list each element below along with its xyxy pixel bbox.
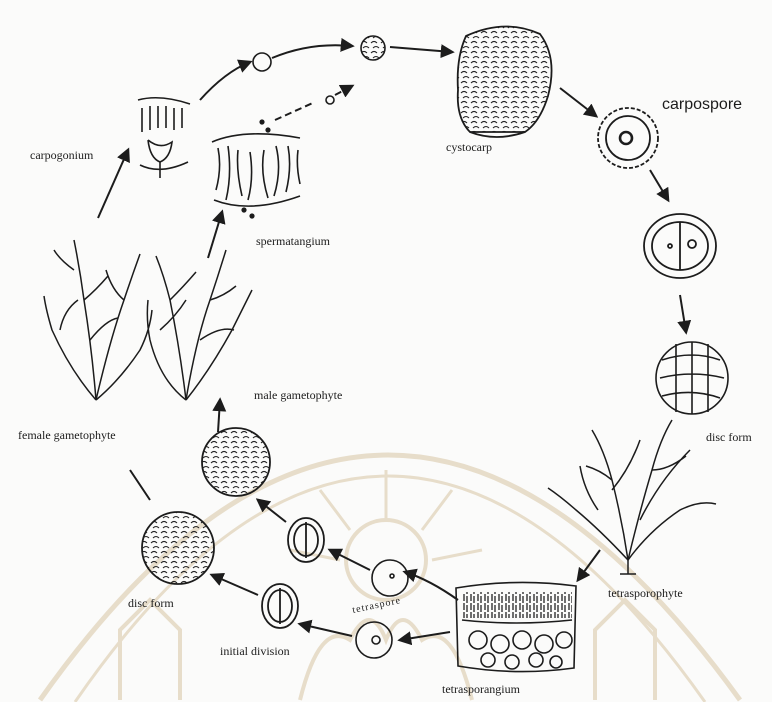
initial-division-drawing (262, 518, 324, 628)
disc-form-left-drawing (142, 428, 270, 584)
label-initial-division: initial division (220, 644, 290, 659)
carpospore-drawing (598, 108, 658, 168)
arrow-carpogonium-to-egg (200, 62, 250, 100)
arrow-spore-to-division-b (300, 624, 352, 636)
label-female-gametophyte: female gametophyte (18, 428, 116, 443)
label-disc-form-right: disc form (706, 430, 752, 445)
tetraspore-upper (372, 560, 408, 596)
arrow-tetrasporangium-to-spore-a (405, 572, 458, 600)
label-disc-form-left: disc form (128, 596, 174, 611)
cystocarp-drawing (458, 26, 552, 137)
arrow-cystocarp-to-carpospore (560, 88, 596, 116)
arrow-disc-to-male (218, 400, 220, 432)
carpogonium-drawing (138, 98, 190, 178)
label-cystocarp: cystocarp (446, 140, 492, 155)
arrow-division-to-disc-left (212, 575, 258, 595)
disc-form-right-drawing (656, 342, 728, 414)
label-tetrasporangium: tetrasporangium (442, 682, 520, 697)
label-tetrasporophyte: tetrasporophyte (608, 586, 683, 601)
label-male-gametophyte: male gametophyte (254, 388, 342, 403)
tetrasporangium-drawing (456, 582, 576, 671)
male-gametophyte-drawing (147, 250, 252, 400)
arrow-zygote-to-cystocarp (390, 47, 452, 52)
arrow-disc-to-female (130, 470, 150, 500)
arrow-spermatia (275, 86, 352, 120)
spermatangium-drawing (212, 120, 300, 218)
tetrasporophyte-drawing (548, 420, 716, 574)
arrow-division-to-disc (680, 295, 686, 332)
label-carpogonium: carpogonium (30, 148, 93, 163)
arrow-male-to-spermatangium (208, 212, 222, 258)
arrow-carpospore-to-division (650, 170, 668, 200)
arrow-egg-to-zygote (272, 45, 352, 58)
egg-cell (253, 53, 271, 71)
divided-spore-drawing (644, 214, 716, 278)
arrow-female-to-carpogonium (98, 150, 128, 218)
label-spermatangium: spermatangium (256, 234, 330, 249)
label-carpospore: carpospore (662, 96, 742, 114)
female-gametophyte-drawing (44, 240, 152, 400)
zygote-cell (361, 36, 385, 60)
